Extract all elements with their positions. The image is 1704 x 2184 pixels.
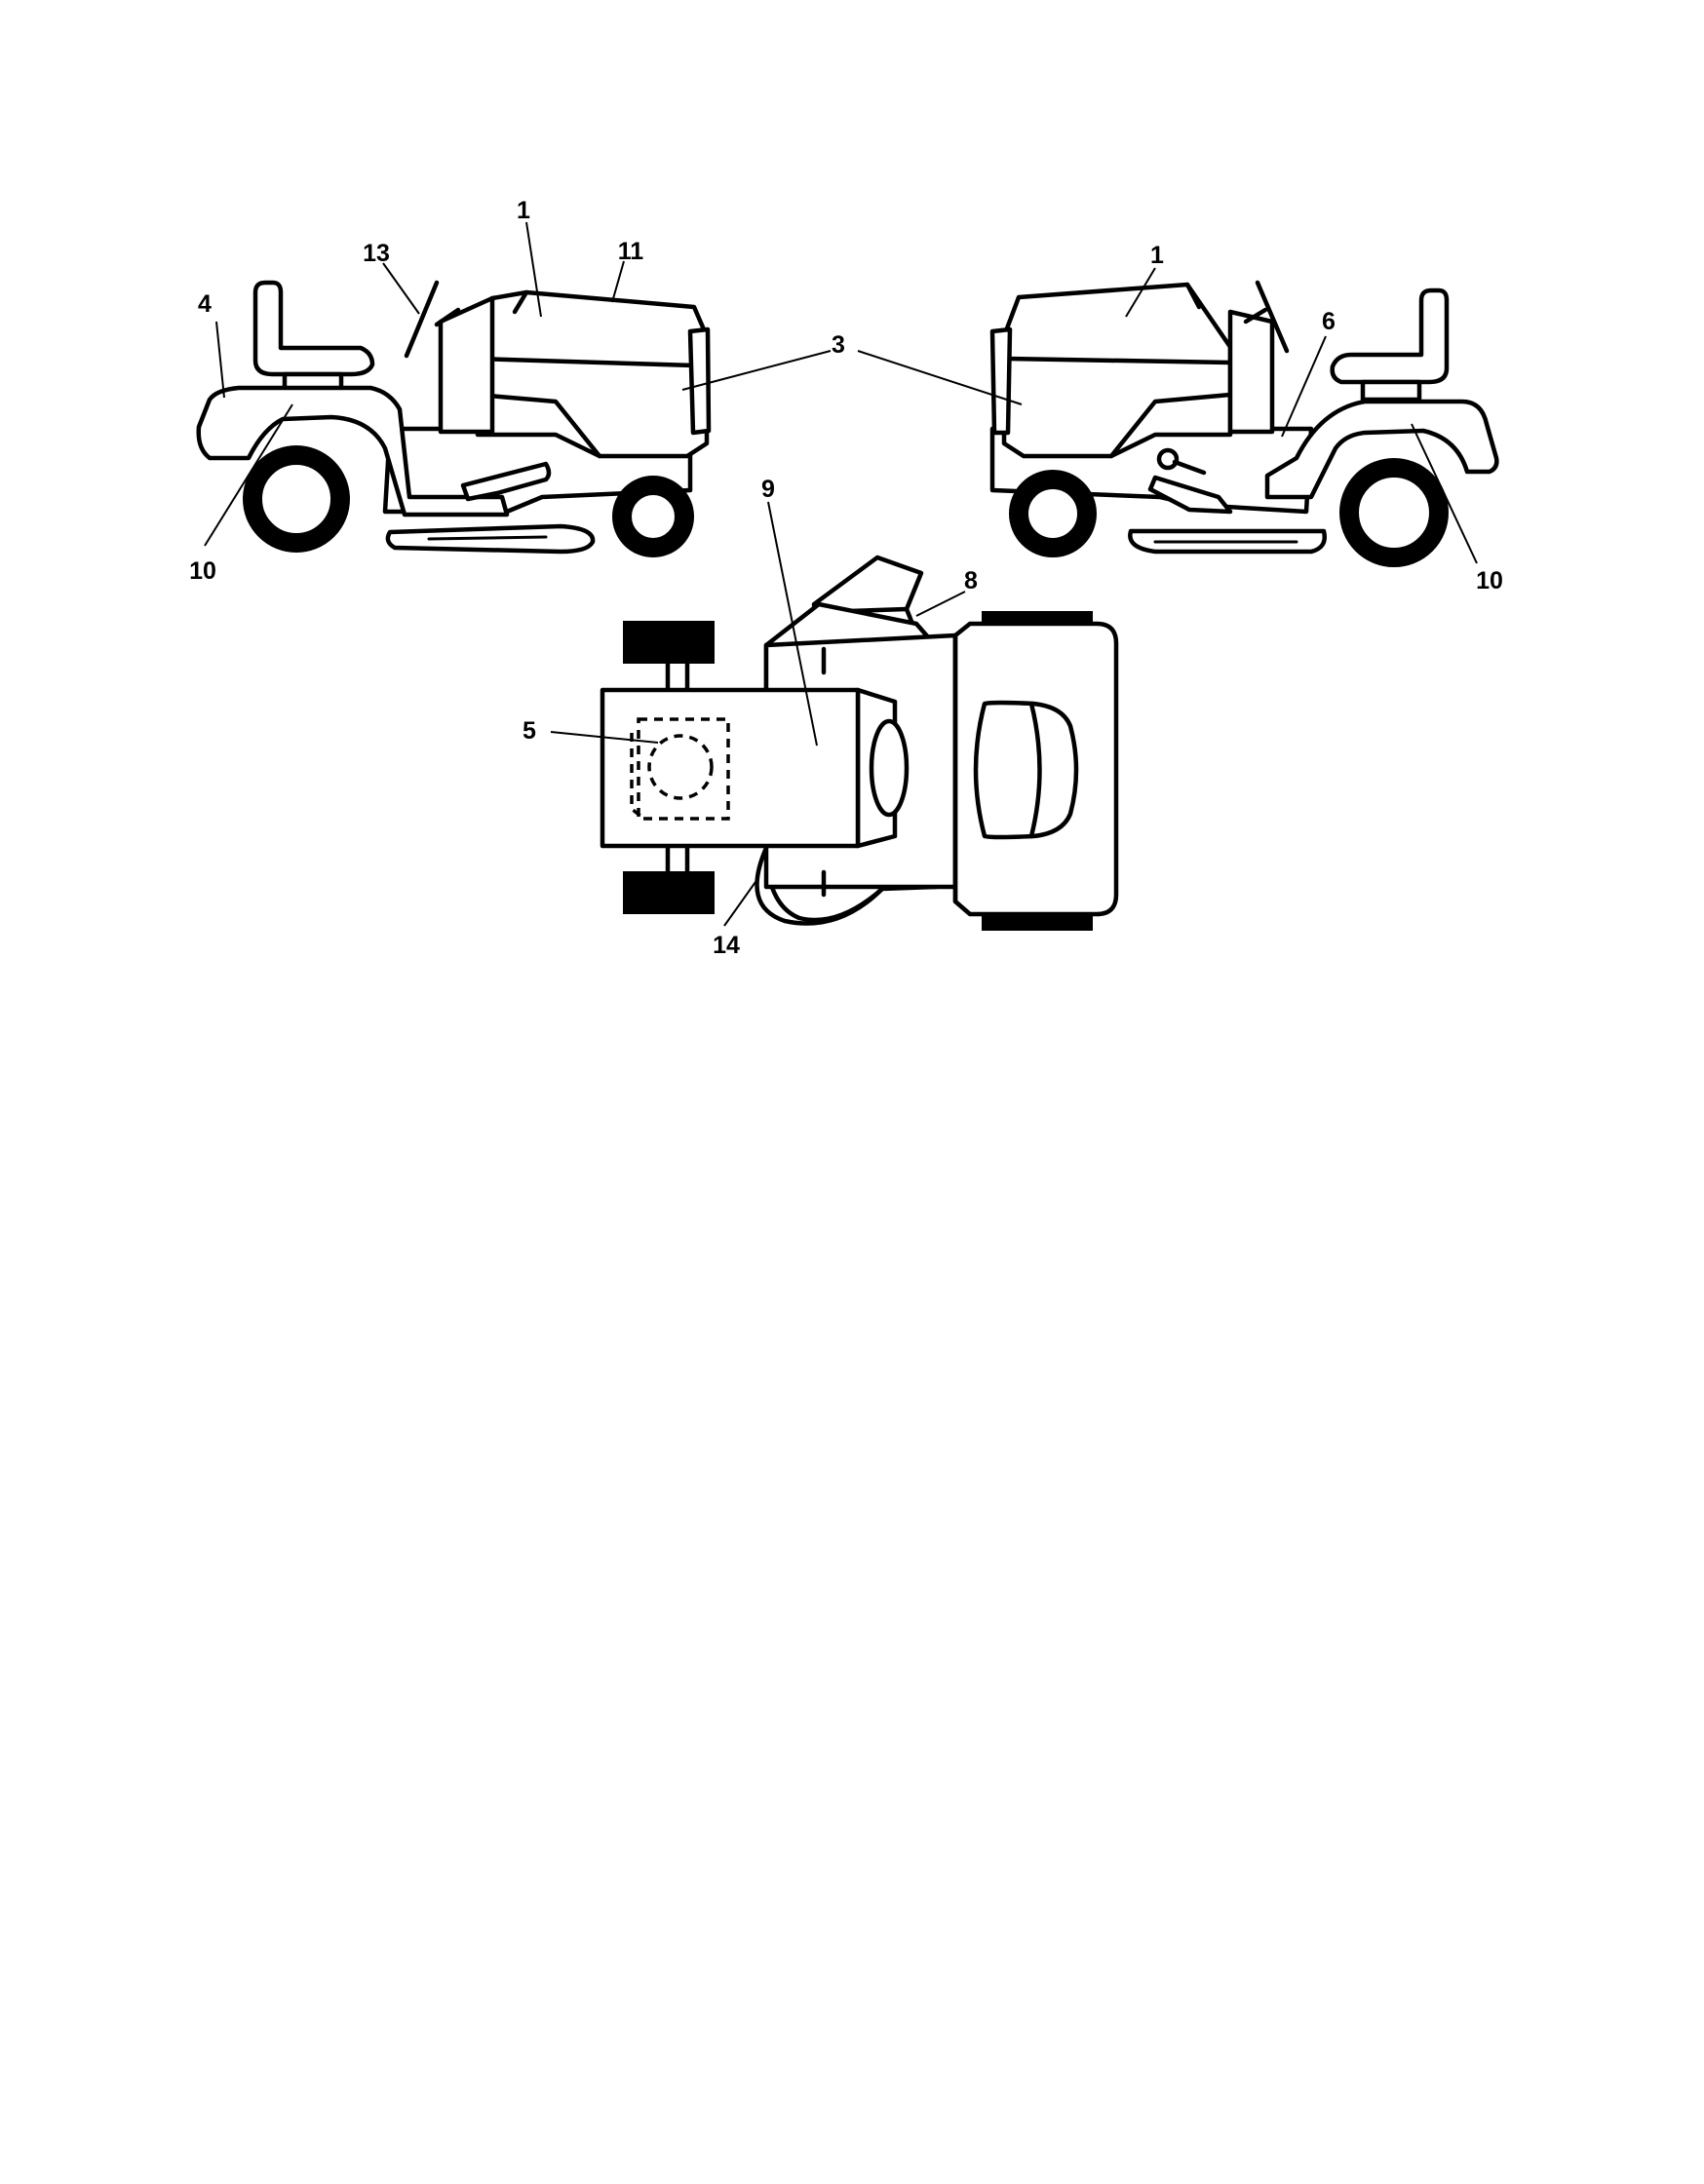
callout-8: 8 bbox=[964, 567, 978, 594]
callout-1-right: 1 bbox=[1150, 242, 1164, 269]
callout-labels: 1 11 13 4 10 3 1 6 10 5 9 8 14 bbox=[189, 197, 1503, 959]
callout-4: 4 bbox=[198, 290, 212, 318]
callout-10-left: 10 bbox=[189, 557, 216, 585]
callout-3: 3 bbox=[832, 331, 845, 359]
callout-9: 9 bbox=[761, 476, 775, 503]
callout-1-left: 1 bbox=[517, 197, 530, 224]
tractor-top-view bbox=[600, 555, 1119, 931]
callout-14: 14 bbox=[713, 932, 740, 959]
callout-10-right: 10 bbox=[1476, 567, 1503, 594]
callout-13: 13 bbox=[363, 240, 390, 267]
callout-11: 11 bbox=[618, 238, 644, 265]
callout-5: 5 bbox=[523, 717, 536, 745]
leader-lines bbox=[204, 221, 1478, 927]
tractor-right-side-view bbox=[989, 280, 1499, 567]
callout-6: 6 bbox=[1322, 308, 1336, 335]
tractor-left-side-view bbox=[196, 280, 712, 557]
